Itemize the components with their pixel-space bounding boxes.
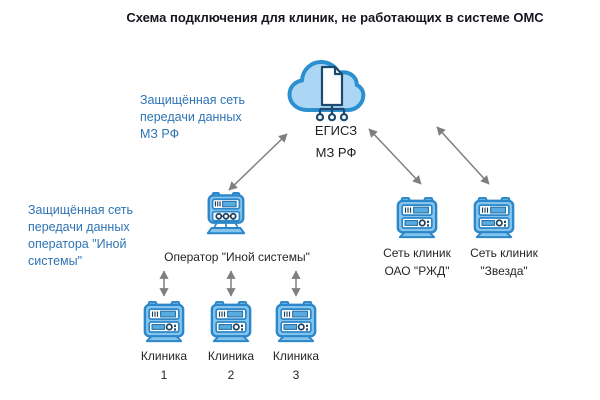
operator-node-label: Оператор "Иной системы" (164, 250, 310, 264)
network-switch-icon (203, 192, 249, 240)
rzd-node-label: Сеть клиник ОАО "РЖД" (383, 246, 451, 278)
diagram-title: Схема подключения для клиник, не работаю… (126, 10, 544, 25)
cloud-label-name: ЕГИСЗ (314, 123, 358, 138)
annotation-mz-network: Защищённая сеть передачи данных МЗ РФ (140, 93, 246, 141)
clinic1-node-label: Клиника 1 (140, 349, 188, 382)
cloud-label-org: МЗ РФ (315, 145, 357, 160)
egisz-cloud-label: ЕГИСЗ МЗ РФ (293, 120, 379, 164)
clinic3-node-label: Клиника 3 (272, 349, 320, 382)
annotation-operator-network: Защищённая сеть передачи данных оператор… (28, 203, 134, 268)
server-rack-icon (471, 196, 517, 240)
server-rack-icon (208, 300, 254, 344)
server-rack-icon (273, 300, 319, 344)
clinic2-node-label: Клиника 2 (207, 349, 255, 382)
arrow-cloud-zvezda (436, 126, 490, 185)
server-rack-icon (141, 300, 187, 344)
zvezda-node-label: Сеть клиник "Звезда" (470, 246, 538, 278)
egisz-cloud-icon (286, 54, 366, 126)
server-rack-icon (394, 196, 440, 240)
